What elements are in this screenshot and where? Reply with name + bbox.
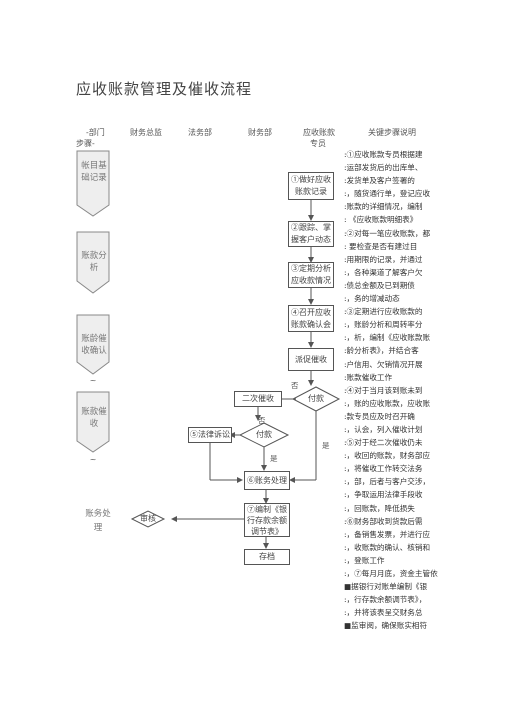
note-line: :账款催收工作 <box>344 372 393 382</box>
note-line: :③定期进行应收账款的 <box>344 307 423 317</box>
phase-arrow-2 <box>76 231 110 294</box>
note-line: :，争取运用法律手段收 <box>344 490 423 500</box>
note-line: :龄分析表》，并结合客 <box>344 346 419 356</box>
phase-arrow-4 <box>76 391 110 453</box>
step-bank-reconciliation: ⑦编制《银行存款余额调节表》 <box>244 503 290 537</box>
label-no-2: 否 <box>258 416 266 425</box>
phase-label-1: 帐目基础记录 <box>81 161 107 183</box>
step-analyze-ar: ③定期分析应收款情况 <box>288 262 334 288</box>
note-line: :④对于当月该到账未到 <box>344 385 423 395</box>
note-line: :，务的增减动态 <box>344 294 400 304</box>
note-line: :，各种渠道了解客户欠 <box>344 267 423 277</box>
header-step: 步骤- <box>76 139 95 148</box>
step-archive: 存档 <box>244 549 290 565</box>
note-line: ■据银行对账单编制《银 <box>344 582 428 592</box>
phase-arrow-1 <box>76 150 110 217</box>
step-lawsuit: ⑤法律诉讼 <box>188 427 232 443</box>
step-second-collection: 二次催收 <box>234 391 282 407</box>
step-dispatch-collection: 派促催收 <box>288 348 334 371</box>
phase-label-5: 账务处理 <box>85 509 111 533</box>
step-account-processing: ⑥账务处理 <box>244 471 290 490</box>
note-line: ■监审阅，确保账实相符 <box>344 621 428 631</box>
note-line: :，账龄分析和周转率分 <box>344 320 423 330</box>
step-confirm-meeting: ④召开应收账款确认会 <box>288 305 334 332</box>
note-line: : 要检查是否有建过目 <box>344 241 418 251</box>
decision-1-label: 付款 <box>308 394 324 403</box>
note-line: :，⑦每月月底，资金主管依 <box>344 569 438 578</box>
note-line: :，账的应收账款，应收账 <box>344 398 431 408</box>
note-line: :①应收账款专员根据建 <box>344 150 423 159</box>
note-line: :，备销售发票，并进行应 <box>344 529 431 539</box>
header-finance: 财务部 <box>248 128 272 137</box>
header-notes: 关键步骤说明 <box>368 128 416 137</box>
note-line: :，收回的账款，财务部应 <box>344 451 431 461</box>
note-line: :⑤对于经二次催收仍未 <box>344 438 423 448</box>
header-cfo: 财务总监 <box>130 128 162 137</box>
note-line: :，回账款，降低损失 <box>344 503 415 513</box>
note-line: : 《应收账款明细表》 <box>344 215 418 225</box>
svg-text:~: ~ <box>90 455 97 464</box>
note-line: :，并将该表呈交财务总 <box>344 608 423 618</box>
note-line: :，析，编制《应收账款账 <box>344 333 431 343</box>
key-step-notes: :①应收账款专员根据建 :运部发货后的出库单、 :发货单及客户签署的 :，随货通行单，… <box>344 148 499 632</box>
phase-arrow-3 <box>76 314 110 375</box>
note-line: :债总金额及已到期债 <box>344 280 415 290</box>
header-ar-line1: 应收账款 <box>303 128 335 137</box>
note-line: :，登账工作 <box>344 555 385 565</box>
step-approval: 审核 <box>140 514 156 523</box>
phase-label-4: 账款催收 <box>81 407 107 429</box>
note-line: :②对每一笔应收账款，都 <box>344 228 431 238</box>
note-line: :款专员应及时召开确 <box>344 411 415 421</box>
header-legal: 法务部 <box>188 128 212 137</box>
approval-shape <box>130 510 166 528</box>
note-line: :，收账款的确认、核销和 <box>344 542 431 552</box>
note-line: :，随货通行单，登记应收 <box>344 189 431 199</box>
phase-label-3: 账龄催收确认 <box>81 334 107 356</box>
svg-text:~: ~ <box>90 376 97 385</box>
page-title: 应收账款管理及催收流程 <box>76 80 253 98</box>
label-no-1: 否 <box>291 381 299 390</box>
note-line: :，部，后者与客户交涉， <box>344 477 431 487</box>
phase-label-2: 账款分析 <box>81 251 107 273</box>
note-line: :，行存款余额调节表》， <box>344 595 427 605</box>
header-ar-line2: 专员 <box>310 139 326 148</box>
note-line: :用期限的记录，并通过 <box>344 254 423 264</box>
step-track-customer: ②跟踪、掌握客户动态 <box>288 221 334 247</box>
note-line: :⑥财务部收到货款后需 <box>344 516 423 526</box>
note-line: :账款的详细情况，编制 <box>344 202 423 212</box>
note-line: :发货单及客户签署的 <box>344 176 415 186</box>
header-dept: -部门 <box>86 128 105 137</box>
decision-2-label: 付款 <box>256 430 272 439</box>
step-record-ar: ①做好应收账款记录 <box>288 172 334 200</box>
note-line: :运部发货后的出库单、 <box>344 163 423 173</box>
note-line: :，将催收工作转交法务 <box>344 464 423 474</box>
note-line: :，认会，列入催收计划 <box>344 424 423 434</box>
label-yes-2: 是 <box>322 441 330 450</box>
note-line: :户信用、欠销情况开展 <box>344 359 423 369</box>
label-yes-1: 是 <box>270 454 278 463</box>
